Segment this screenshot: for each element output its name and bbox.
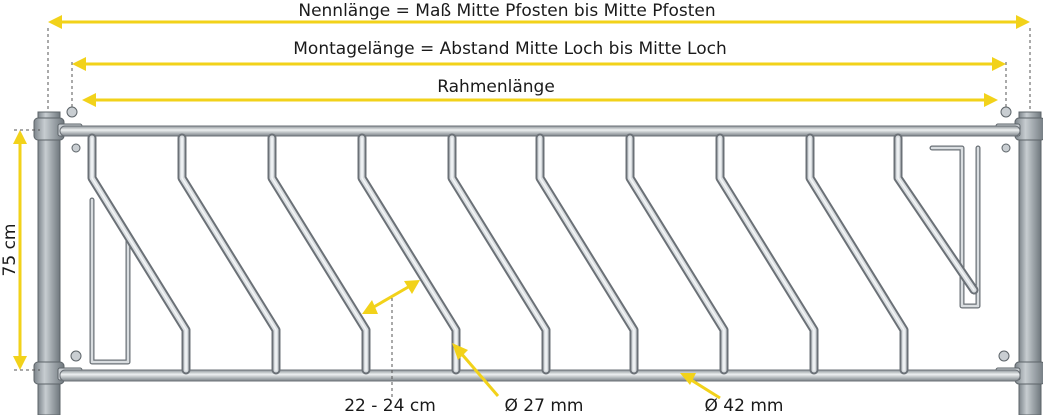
right-post — [1014, 111, 1043, 415]
feeding-bar — [91, 137, 187, 371]
dimension-nennlaenge-arrow — [48, 15, 1030, 29]
dimension-spacing-arrow — [362, 280, 420, 398]
feeding-bar — [897, 137, 975, 291]
feeding-bar — [719, 137, 815, 371]
bar-diameter-pointer — [452, 343, 500, 397]
feeding-bar — [361, 137, 457, 371]
height-label: 75 cm — [0, 224, 20, 277]
feeding-bars — [87, 133, 979, 375]
rahmenlaenge-label: Rahmenlänge — [437, 77, 555, 97]
end-frames — [89, 145, 981, 365]
feeding-bar — [181, 137, 277, 371]
dimension-guides — [47, 28, 1031, 120]
bar-diameter-label: Ø 27 mm — [505, 396, 584, 415]
frame-rails — [59, 125, 1021, 382]
feeding-bar — [809, 137, 905, 371]
feeding-bar — [271, 137, 367, 371]
dimension-rahmenlaenge-arrow — [82, 93, 998, 107]
spacing-label: 22 - 24 cm — [344, 396, 436, 415]
nennlaenge-label: Nennlänge = Maß Mitte Pfosten bis Mitte … — [298, 1, 715, 21]
feeding-bar — [451, 137, 547, 371]
left-post — [33, 111, 65, 415]
feeding-bar — [629, 137, 725, 371]
dimension-height-arrow — [13, 129, 40, 371]
feeding-bar — [539, 137, 635, 371]
dimension-montagelaenge-arrow — [72, 57, 1006, 71]
montagelaenge-label: Montagelänge = Abstand Mitte Loch bis Mi… — [293, 39, 726, 59]
tube-diameter-label: Ø 42 mm — [705, 396, 784, 415]
tube-diameter-pointer — [680, 373, 721, 400]
